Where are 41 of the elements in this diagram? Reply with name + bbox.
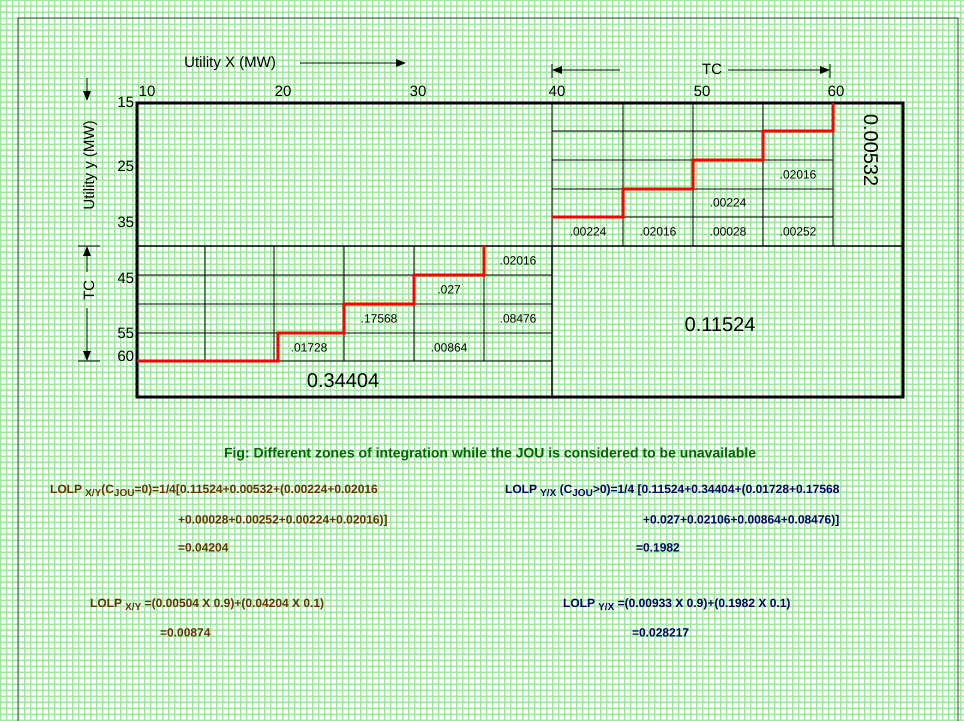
cell-value: .027: [437, 283, 461, 297]
cell-value: .00224: [570, 225, 606, 239]
zone-value: 0.11524: [684, 314, 756, 336]
tick-label: 25: [117, 158, 134, 176]
axis-label: TC: [82, 280, 98, 300]
formula-line: =0.1982: [636, 541, 680, 555]
axis-label: Utility X (MW): [184, 54, 276, 72]
tick-label: 10: [138, 84, 156, 100]
cell-value: .17568: [360, 312, 398, 326]
formula-line: +0.00028+0.00252+0.00224+0.02016)]: [178, 513, 388, 527]
tick-label: 35: [117, 214, 134, 232]
cell-value: .00028: [710, 225, 746, 239]
tick-label: 60: [117, 348, 134, 366]
zone-value: 0.00532: [859, 114, 881, 186]
formula-line: =0.00874: [160, 626, 210, 640]
cell-value: .02016: [780, 168, 816, 182]
cell-value: .02016: [500, 254, 536, 268]
formula-line: LOLP $_{X/Y}$(C$_{JOU}$=0)=1/4[0.11524+0.00532+(0.00224+0.02016: [50, 482, 378, 500]
tick-label: 40: [548, 84, 566, 100]
tick-label: 45: [117, 270, 134, 288]
formula-line: LOLP $_{Y/X}$ (C$_{JOU}$>0)=1/4 [0.11524+0.34404+(0.01728+0.17568: [505, 482, 840, 500]
formula-line: =0.028217: [632, 626, 690, 640]
tick-label: 20: [274, 84, 292, 100]
cell-value: .01728: [290, 341, 328, 355]
formula-line: LOLP $_{Y/X}$ =(0.00933 X 0.9)+(0.1982 X 0.1): [563, 596, 790, 614]
formula-line: =0.04204: [178, 541, 228, 555]
axis-label: Utility y (MW): [82, 120, 98, 210]
tick-label: 55: [117, 326, 134, 342]
cell-value: .08476: [500, 312, 536, 326]
axis-label: TC: [702, 62, 722, 78]
tick-label: 15: [117, 94, 134, 112]
cell-value: .02016: [640, 225, 676, 239]
tick-label: 60: [828, 84, 844, 100]
tick-label: 50: [694, 84, 710, 100]
formula-line: LOLP $_{X/Y}$ =(0.00504 X 0.9)+(0.04204 X 0.1): [90, 596, 324, 614]
tick-label: 30: [410, 84, 426, 100]
formula-line: +0.027+0.02106+0.00864+0.08476)]: [643, 513, 840, 527]
cell-value: .00224: [710, 196, 746, 210]
cell-value: .00252: [780, 225, 816, 239]
cell-value: .00864: [430, 341, 468, 355]
zone-value: 0.34404: [306, 370, 380, 392]
